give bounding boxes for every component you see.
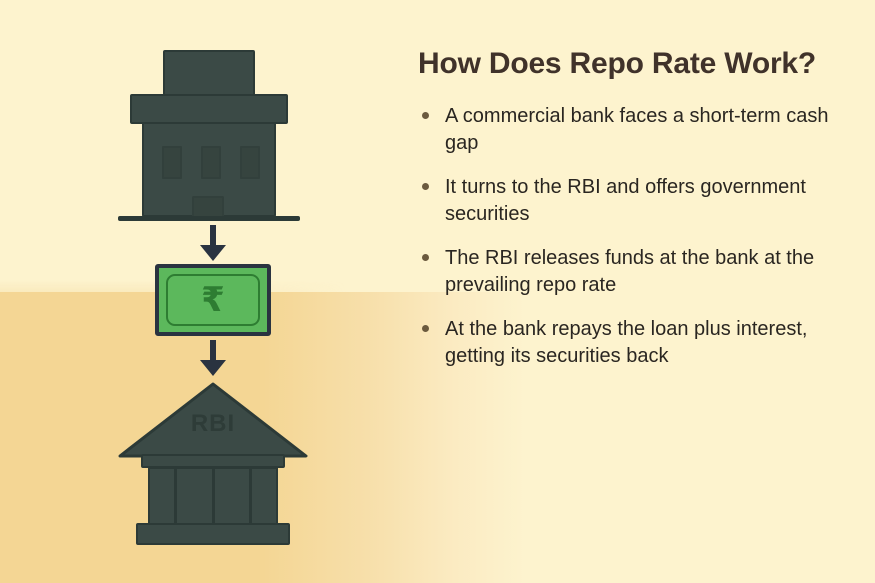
bullet-marker-icon [422, 325, 429, 333]
rbi-central-bank-building: RBI [118, 382, 318, 545]
rbi-architrave [141, 454, 285, 468]
bullet-list: A commercial bank faces a short-term cas… [418, 103, 858, 370]
list-item: The RBI releases funds at the bank at th… [418, 245, 858, 299]
diagram-column: ₹ RBI [0, 0, 418, 583]
bank-ground-line [118, 216, 300, 221]
bank-cornice [130, 94, 288, 124]
rbi-column-gap [174, 469, 177, 523]
list-item-text: The RBI releases funds at the bank at th… [445, 247, 815, 297]
list-item: A commercial bank faces a short-term cas… [418, 103, 858, 157]
bank-penthouse [163, 50, 255, 96]
list-item-text: It turns to the RBI and offers governmen… [445, 176, 806, 226]
rupee-banknote-icon: ₹ [155, 264, 271, 336]
rbi-colonnade [148, 467, 278, 525]
page-title: How Does Repo Rate Work? [418, 47, 817, 80]
commercial-bank-building [118, 50, 308, 225]
list-item: It turns to the RBI and offers governmen… [418, 174, 858, 228]
list-item: At the bank repays the loan plus interes… [418, 316, 858, 370]
arrow-shaft [210, 225, 216, 251]
arrow-down-icon [200, 340, 226, 382]
rbi-column-gap [249, 469, 252, 523]
text-column: How Does Repo Rate Work? A commercial ba… [418, 45, 858, 370]
list-item-text: At the bank repays the loan plus interes… [445, 318, 808, 368]
arrow-down-icon [200, 225, 226, 267]
arrow-head [200, 360, 226, 376]
arrow-shaft [210, 340, 216, 366]
banknote-inner-frame [166, 274, 260, 326]
bank-facade [142, 122, 276, 219]
list-item-text: A commercial bank faces a short-term cas… [445, 105, 829, 155]
rbi-column-gap [211, 469, 215, 523]
bank-window [201, 146, 221, 179]
bullet-marker-icon [422, 112, 429, 120]
bank-door [192, 196, 224, 219]
rupee-symbol-icon: ₹ [201, 280, 225, 320]
arrow-head [200, 245, 226, 261]
bank-window [240, 146, 260, 179]
bullet-marker-icon [422, 183, 429, 191]
rbi-pediment-label: RBI [190, 410, 236, 437]
bullet-marker-icon [422, 254, 429, 262]
rbi-plinth [136, 523, 290, 545]
bank-window [162, 146, 182, 179]
